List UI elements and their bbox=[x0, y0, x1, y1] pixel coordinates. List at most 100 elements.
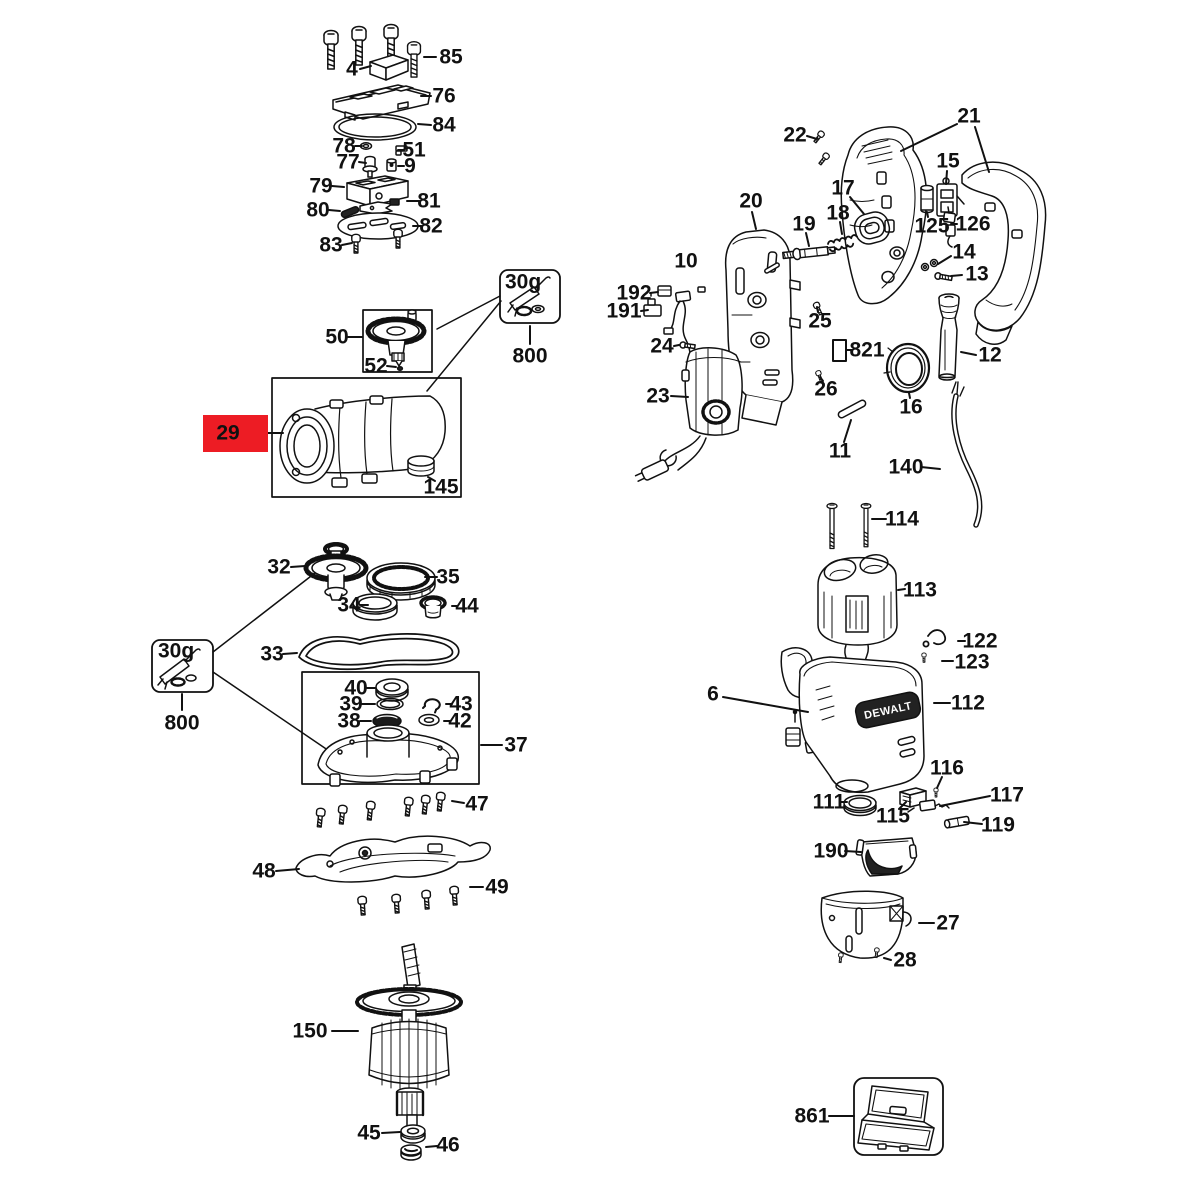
part-label-32: 32 bbox=[267, 556, 290, 579]
part-112-motor-housing: DEWALT bbox=[780, 647, 925, 794]
part-label-38: 38 bbox=[337, 710, 361, 733]
part-17-boot bbox=[853, 211, 891, 245]
grease-callout-line bbox=[436, 295, 501, 330]
leader-line-145 bbox=[427, 476, 436, 482]
leader-line-113 bbox=[897, 588, 906, 591]
part-label-17: 17 bbox=[831, 177, 854, 200]
leader-line-21 bbox=[900, 123, 958, 152]
part-label-15: 15 bbox=[936, 150, 960, 173]
part-label-19: 19 bbox=[792, 213, 815, 236]
part-label-112: 112 bbox=[951, 692, 985, 715]
part-821-label-plate bbox=[832, 339, 847, 362]
part-label-27: 27 bbox=[936, 912, 959, 935]
part-35-ring-gear bbox=[366, 562, 436, 601]
part-label-800: 800 bbox=[164, 712, 199, 735]
part-label-116: 116 bbox=[930, 757, 964, 780]
grease-callout-line bbox=[212, 671, 339, 758]
part-44-pinion bbox=[419, 595, 447, 619]
leader-line-22 bbox=[806, 135, 818, 140]
grease-callout-line bbox=[212, 572, 316, 653]
part-119-brush bbox=[943, 815, 970, 829]
leader-line-79 bbox=[331, 185, 345, 188]
part-label-78: 78 bbox=[332, 135, 356, 158]
part-label-190: 190 bbox=[813, 840, 848, 863]
part-label-125: 125 bbox=[914, 215, 949, 238]
part-label-117: 117 bbox=[990, 784, 1024, 807]
part-label-79: 79 bbox=[309, 175, 332, 198]
part-label-861: 861 bbox=[794, 1105, 829, 1128]
part-111-ring bbox=[843, 794, 877, 817]
part-34-ring bbox=[352, 593, 398, 621]
leader-line-25 bbox=[816, 306, 819, 313]
leader-line-116 bbox=[936, 776, 943, 789]
part-33-gasket bbox=[298, 633, 460, 671]
leader-line-52 bbox=[386, 365, 397, 368]
part-label-39: 39 bbox=[339, 693, 362, 716]
part-label-119: 119 bbox=[981, 814, 1015, 837]
leader-line-190 bbox=[844, 850, 862, 853]
part-label-114: 114 bbox=[885, 508, 919, 531]
part-113-stator bbox=[817, 554, 898, 673]
leader-line-16 bbox=[908, 392, 911, 399]
part-140-cord bbox=[951, 381, 983, 528]
part-label-52: 52 bbox=[364, 355, 387, 378]
part-40-bearing bbox=[375, 678, 409, 702]
part-label-145: 145 bbox=[423, 476, 458, 499]
part-116-screw bbox=[933, 787, 939, 798]
part-label-24: 24 bbox=[650, 335, 674, 358]
part-117-brush-assy bbox=[907, 799, 950, 813]
part-label-30g: 30g bbox=[505, 271, 541, 294]
leader-line-13 bbox=[950, 274, 963, 277]
part-label-21: 21 bbox=[957, 105, 981, 128]
leader-line-77 bbox=[358, 161, 367, 164]
part-13-screw bbox=[934, 272, 953, 282]
part-label-10: 10 bbox=[674, 250, 697, 273]
part-label-46: 46 bbox=[436, 1134, 459, 1157]
part-145-bushing bbox=[407, 455, 435, 477]
part-192 bbox=[657, 285, 672, 297]
part-label-4: 4 bbox=[346, 58, 358, 81]
part-label-49: 49 bbox=[485, 876, 508, 899]
part-label-84: 84 bbox=[432, 114, 456, 137]
part-12-cord-protector bbox=[938, 293, 960, 381]
screws-49 bbox=[356, 885, 461, 917]
part-27-end-cap bbox=[820, 890, 912, 959]
part-label-192: 192 bbox=[616, 282, 651, 305]
part-label-122: 122 bbox=[962, 630, 997, 653]
part-126-connector bbox=[942, 206, 957, 248]
part-label-44: 44 bbox=[455, 595, 479, 618]
part-label-76: 76 bbox=[432, 85, 455, 108]
leader-line-19 bbox=[805, 232, 810, 247]
part-42-bearing bbox=[418, 713, 440, 727]
leader-line-12 bbox=[960, 351, 977, 356]
part-label-25: 25 bbox=[808, 310, 832, 333]
part-label-42: 42 bbox=[448, 710, 471, 733]
part-24-screw bbox=[679, 341, 696, 350]
part-122-clip bbox=[922, 629, 947, 648]
part-label-150: 150 bbox=[292, 1020, 327, 1043]
part-label-30g: 30g bbox=[158, 640, 194, 663]
highlight-box-29 bbox=[203, 415, 268, 452]
housing-plate-37 bbox=[317, 724, 459, 787]
part-label-20: 20 bbox=[739, 190, 762, 213]
part-label-123: 123 bbox=[954, 651, 989, 674]
leader-line-11 bbox=[843, 419, 852, 443]
part-4-block bbox=[369, 54, 409, 81]
part-label-35: 35 bbox=[436, 566, 460, 589]
leader-line-4 bbox=[359, 65, 372, 70]
leader-line-6 bbox=[722, 696, 809, 713]
part-20-housing bbox=[724, 229, 801, 426]
leader-line-192 bbox=[649, 291, 659, 294]
part-79-module bbox=[346, 175, 409, 207]
part-label-22: 22 bbox=[783, 124, 806, 147]
part-label-34: 34 bbox=[337, 594, 361, 617]
part-label-800: 800 bbox=[512, 345, 547, 368]
part-21-handle-right bbox=[961, 161, 1047, 346]
part-label-83: 83 bbox=[319, 234, 342, 257]
part-label-40: 40 bbox=[344, 677, 367, 700]
part-label-28: 28 bbox=[893, 949, 917, 972]
part-label-37: 37 bbox=[504, 734, 527, 757]
part-label-85: 85 bbox=[439, 46, 463, 69]
